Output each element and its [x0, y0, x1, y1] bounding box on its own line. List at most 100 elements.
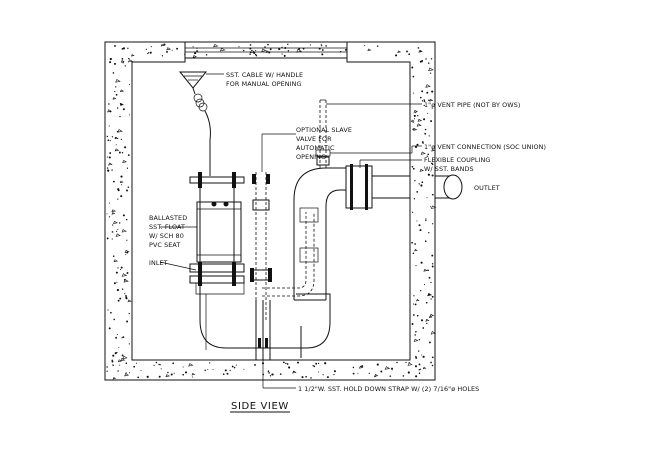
aggregate-mark	[120, 60, 125, 63]
inlet-label: INLET	[149, 259, 168, 267]
aggregate-dot	[430, 361, 432, 364]
aggregate-mark	[112, 97, 117, 100]
slave-valve-label-line3: AUTOMATIC	[296, 144, 335, 152]
aggregate-mark	[121, 229, 127, 233]
aggregate-dot	[116, 281, 118, 283]
aggregate-dot	[419, 229, 422, 232]
aggregate-dot	[176, 47, 179, 50]
aggregate-dot	[361, 365, 364, 368]
aggregate-dot	[113, 282, 116, 285]
aggregate-dot	[106, 156, 108, 158]
aggregate-dot	[425, 218, 427, 220]
aggregate-dot	[376, 363, 379, 366]
aggregate-dot	[298, 47, 301, 50]
aggregate-dot	[426, 197, 428, 199]
aggregate-dot	[121, 152, 124, 154]
aggregate-dot	[115, 144, 117, 146]
aggregate-dot	[108, 202, 110, 204]
aggregate-dot	[431, 223, 434, 225]
aggregate-dot	[125, 294, 127, 297]
aggregate-dot	[430, 120, 433, 123]
aggregate-dot	[269, 375, 272, 377]
aggregate-dot	[254, 53, 257, 56]
aggregate-dot	[205, 54, 208, 56]
aggregate-dot	[405, 361, 407, 364]
aggregate-mark	[417, 118, 423, 122]
aggregate-dot	[419, 96, 422, 99]
aggregate-dot	[109, 152, 112, 154]
aggregate-dot	[352, 366, 355, 369]
aggregate-dot	[408, 53, 411, 56]
aggregate-dot	[106, 213, 108, 215]
aggregate-dot	[344, 49, 347, 51]
aggregate-dot	[111, 231, 114, 233]
aggregate-dot	[411, 66, 414, 69]
aggregate-mark	[114, 148, 120, 152]
aggregate-dot	[425, 301, 428, 304]
aggregate-dot	[111, 360, 114, 363]
aggregate-dot	[166, 50, 168, 53]
aggregate-dot	[122, 47, 125, 50]
aggregate-dot	[122, 336, 125, 338]
leader-lines	[159, 73, 422, 389]
aggregate-dot	[430, 58, 433, 60]
aggregate-dot	[428, 232, 430, 234]
aggregate-dot	[255, 50, 257, 52]
aggregate-dot	[431, 193, 434, 196]
aggregate-dot	[431, 295, 434, 298]
aggregate-dot	[122, 62, 124, 64]
aggregate-dot	[112, 180, 115, 183]
aggregate-dot	[415, 355, 417, 358]
aggregate-dot	[116, 130, 119, 133]
aggregate-dot	[128, 114, 130, 116]
aggregate-dot	[224, 369, 227, 372]
vent-connection-label: 1"ø VENT CONNECTION (SOC UNION)	[424, 143, 546, 151]
aggregate-dot	[170, 373, 173, 376]
slave-valve-label-line2: VALVE FOR	[296, 135, 332, 143]
sump-tank	[195, 282, 331, 360]
aggregate-dot	[413, 114, 416, 117]
aggregate-dot	[116, 288, 119, 292]
aggregate-dot	[302, 47, 305, 50]
aggregate-dot	[127, 154, 130, 157]
aggregate-mark	[407, 362, 413, 366]
aggregate-dot	[412, 121, 414, 123]
aggregate-dot	[120, 266, 123, 269]
aggregate-dot	[325, 45, 327, 47]
aggregate-dot	[114, 44, 116, 47]
aggregate-dot	[411, 323, 414, 325]
aggregate-mark	[122, 159, 127, 163]
aggregate-dot	[301, 376, 304, 379]
aggregate-dot	[249, 53, 251, 55]
aggregate-dot	[107, 169, 110, 172]
strap-label: 1 1/2"W. SST. HOLD DOWN STRAP W/ (2) 7/1…	[298, 385, 479, 393]
aggregate-mark	[430, 205, 437, 209]
aggregate-dot	[413, 295, 415, 297]
float-label-line4: PVC SEAT	[149, 241, 180, 249]
aggregate-dot	[137, 376, 140, 379]
aggregate-dot	[126, 189, 128, 192]
aggregate-dot	[126, 251, 129, 254]
aggregate-mark	[111, 212, 116, 215]
aggregate-dot	[128, 343, 130, 345]
aggregate-dot	[411, 241, 413, 244]
aggregate-dot	[416, 191, 419, 193]
aggregate-dot	[374, 375, 376, 378]
aggregate-dot	[155, 361, 158, 364]
aggregate-dot	[408, 362, 410, 364]
aggregate-mark	[160, 44, 165, 47]
aggregate-dot	[427, 153, 430, 156]
aggregate-mark	[413, 128, 418, 131]
aggregate-mark	[265, 50, 270, 53]
aggregate-dot	[427, 173, 430, 176]
aggregate-dot	[140, 370, 142, 371]
aggregate-dot	[305, 375, 307, 378]
aggregate-dot	[416, 220, 418, 222]
aggregate-dot	[417, 115, 419, 117]
aggregate-dot	[159, 364, 161, 366]
aggregate-dot	[158, 363, 160, 366]
aggregate-dot	[279, 373, 282, 375]
cable-handle-icon	[178, 71, 211, 176]
aggregate-dot	[426, 322, 428, 325]
outlet-label: OUTLET	[474, 184, 500, 192]
